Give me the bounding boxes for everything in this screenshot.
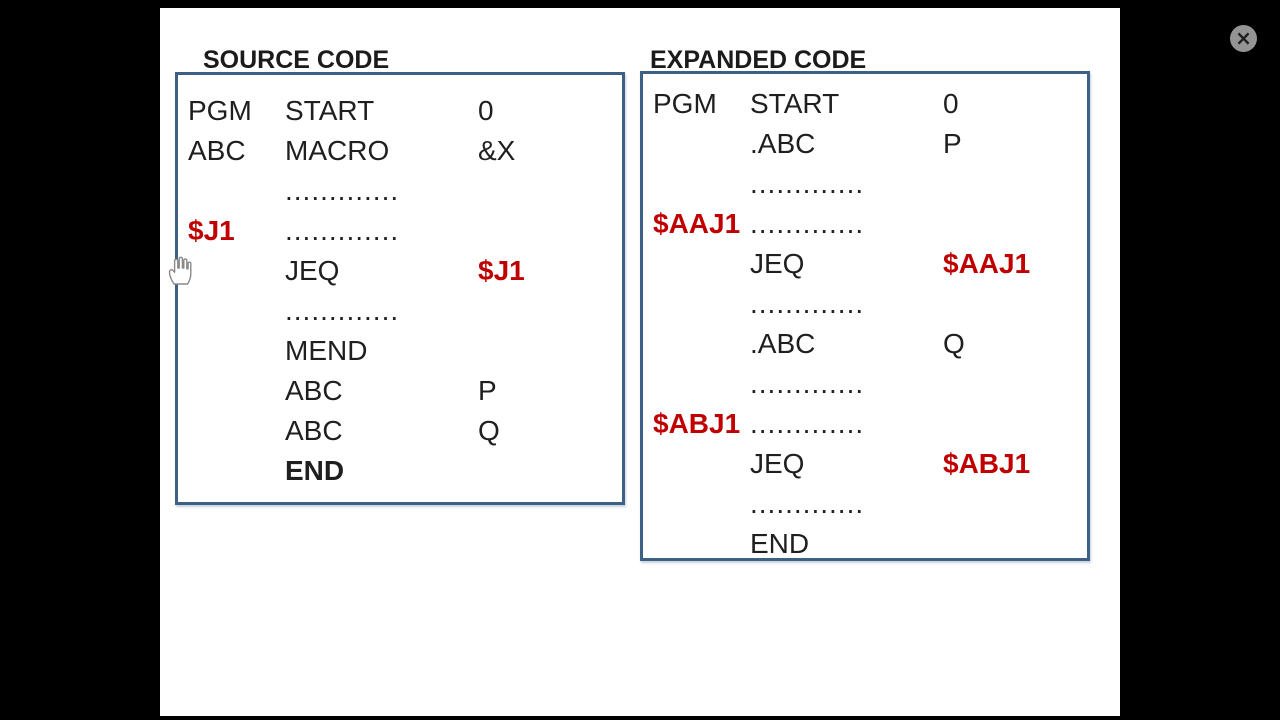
code-operand: $J1 xyxy=(478,255,525,286)
code-opcode: .ABC xyxy=(750,328,816,359)
source-code-title: SOURCE CODE xyxy=(203,46,390,74)
code-operand: Q xyxy=(943,328,965,359)
code-opcode: JEQ xyxy=(285,255,340,286)
code-line: $AAJ1............. xyxy=(643,204,1087,244)
code-line: END xyxy=(178,451,622,491)
code-opcode: MACRO xyxy=(285,135,390,166)
code-opcode: ............. xyxy=(750,288,865,319)
code-opcode: JEQ xyxy=(750,248,805,279)
code-line: ............. xyxy=(178,171,622,211)
code-operand: $AAJ1 xyxy=(943,248,1031,279)
code-label: ABC xyxy=(188,135,246,166)
code-operand: $ABJ1 xyxy=(943,448,1031,479)
code-opcode: ABC xyxy=(285,375,343,406)
code-label: $ABJ1 xyxy=(653,408,741,439)
code-line: PGM START 0 xyxy=(643,84,1087,124)
code-opcode: ............. xyxy=(750,488,865,519)
code-operand: Q xyxy=(478,415,500,446)
code-operand: P xyxy=(943,128,962,159)
code-line: ............. xyxy=(643,364,1087,404)
code-line: MEND xyxy=(178,331,622,371)
code-label: PGM xyxy=(653,88,717,119)
hand-cursor-icon xyxy=(168,256,192,285)
code-opcode: END xyxy=(285,455,345,486)
code-operand: &X xyxy=(478,135,516,166)
code-line: .ABC P xyxy=(643,124,1087,164)
code-line: ............. xyxy=(643,284,1087,324)
code-line: JEQ $ABJ1 xyxy=(643,444,1087,484)
code-line: ABC P xyxy=(178,371,622,411)
code-line: $ABJ1............. xyxy=(643,404,1087,444)
code-label: PGM xyxy=(188,95,252,126)
code-operand: 0 xyxy=(943,88,959,119)
code-line: JEQ $AAJ1 xyxy=(643,244,1087,284)
code-line: JEQ $J1 xyxy=(178,251,622,291)
code-opcode: ............. xyxy=(750,408,865,439)
code-opcode: MEND xyxy=(285,335,368,366)
close-button[interactable]: × xyxy=(1230,25,1257,52)
code-opcode: ............. xyxy=(285,175,400,206)
code-label: $J1 xyxy=(188,215,235,246)
code-line: .ABC Q xyxy=(643,324,1087,364)
code-line: PGM START 0 xyxy=(178,91,622,131)
code-opcode: ............. xyxy=(750,368,865,399)
code-opcode: .ABC xyxy=(750,128,816,159)
code-line: ............. xyxy=(643,164,1087,204)
code-opcode: START xyxy=(285,95,375,126)
code-opcode: ............. xyxy=(750,208,865,239)
code-opcode: ............. xyxy=(285,215,400,246)
code-line: $J1............. xyxy=(178,211,622,251)
code-opcode: END xyxy=(750,528,810,559)
expanded-code-title: EXPANDED CODE xyxy=(650,46,867,74)
code-line: ............. xyxy=(178,291,622,331)
code-line: ABC Q xyxy=(178,411,622,451)
code-label: $AAJ1 xyxy=(653,208,741,239)
code-line: END xyxy=(643,524,1087,564)
code-opcode: START xyxy=(750,88,840,119)
code-operand: P xyxy=(478,375,497,406)
code-operand: 0 xyxy=(478,95,494,126)
code-opcode: JEQ xyxy=(750,448,805,479)
code-line: ............. xyxy=(643,484,1087,524)
code-line: ABC MACRO&X xyxy=(178,131,622,171)
code-opcode: ............. xyxy=(750,168,865,199)
code-opcode: ............. xyxy=(285,295,400,326)
code-opcode: ABC xyxy=(285,415,343,446)
